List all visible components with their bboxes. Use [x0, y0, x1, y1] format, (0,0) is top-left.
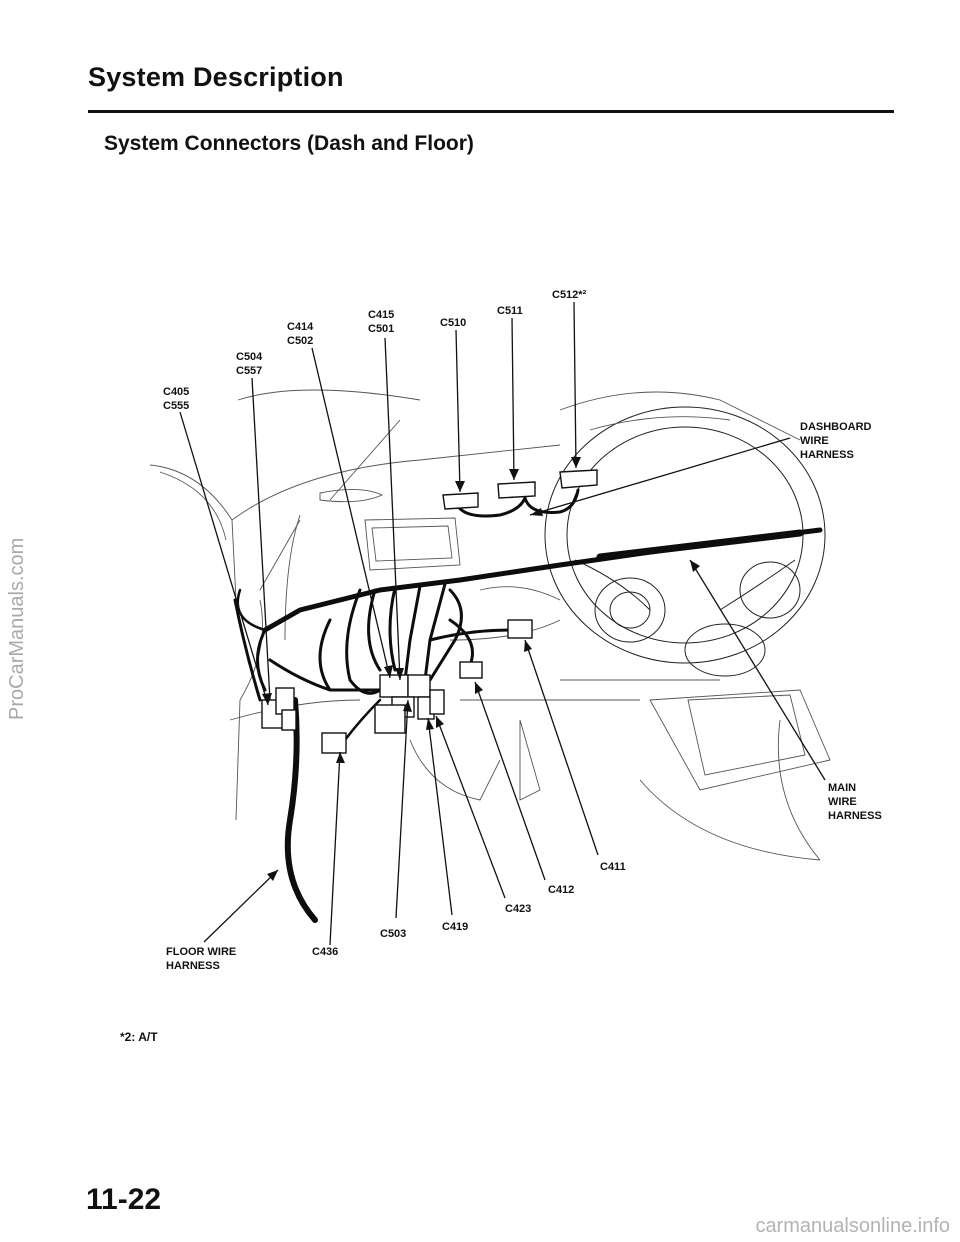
connector-c412: [459, 661, 483, 679]
label-main-2: WIRE: [828, 796, 857, 808]
leader-lines: [179, 301, 826, 946]
main-wire-harness: [236, 527, 823, 742]
label-c555: C555: [163, 400, 189, 412]
label-main-1: MAIN: [828, 782, 856, 794]
watermark-bottom: carmanualsonline.info: [755, 1215, 950, 1237]
label-dashboard-1: DASHBOARD: [800, 421, 872, 433]
section-title: System Connectors (Dash and Floor): [104, 132, 474, 155]
label-c412: C412: [548, 884, 574, 896]
label-c511: C511: [497, 305, 523, 317]
connector-labels: C405 C555 C504 C557 C414 C502 C415 C501 …: [163, 289, 882, 972]
label-c419: C419: [442, 921, 468, 933]
connector-c510: [442, 492, 479, 510]
arrowheads: [262, 457, 700, 881]
connector-c511: [497, 481, 536, 499]
label-c510: C510: [440, 317, 466, 329]
connector-c436: [321, 732, 347, 754]
connector-c512: [559, 469, 598, 489]
label-c436: C436: [312, 946, 338, 958]
watermark-left: ProCarManuals.com: [6, 537, 28, 720]
connectors: [261, 469, 598, 754]
label-main-3: HARNESS: [828, 810, 882, 822]
title-divider: [88, 110, 894, 113]
label-c405: C405: [163, 386, 189, 398]
connector-c411: [507, 619, 533, 639]
label-c423: C423: [505, 903, 531, 915]
connector-c415: [379, 674, 409, 698]
connector-c423: [429, 689, 445, 715]
label-floor-2: HARNESS: [166, 960, 220, 972]
label-c411: C411: [600, 861, 626, 873]
page-title: System Description: [88, 62, 344, 92]
label-floor-1: FLOOR WIRE: [166, 946, 236, 958]
connector-c502: [374, 704, 406, 734]
label-c415: C415: [368, 309, 394, 321]
label-c501: C501: [368, 323, 394, 335]
label-c414: C414: [287, 321, 314, 333]
floor-wire-harness: [233, 598, 318, 923]
label-c502: C502: [287, 335, 313, 347]
label-c503: C503: [380, 928, 406, 940]
label-c557: C557: [236, 365, 262, 377]
label-c504: C504: [236, 351, 263, 363]
page-number: 11-22: [86, 1183, 162, 1216]
connector-c501: [407, 674, 431, 698]
label-dashboard-2: WIRE: [800, 435, 829, 447]
footnote: *2: A/T: [120, 1030, 158, 1044]
connector-c557: [281, 709, 297, 731]
label-dashboard-3: HARNESS: [800, 449, 854, 461]
dashboard-wire-harness: [453, 488, 580, 518]
label-c512: C512*²: [552, 289, 587, 301]
